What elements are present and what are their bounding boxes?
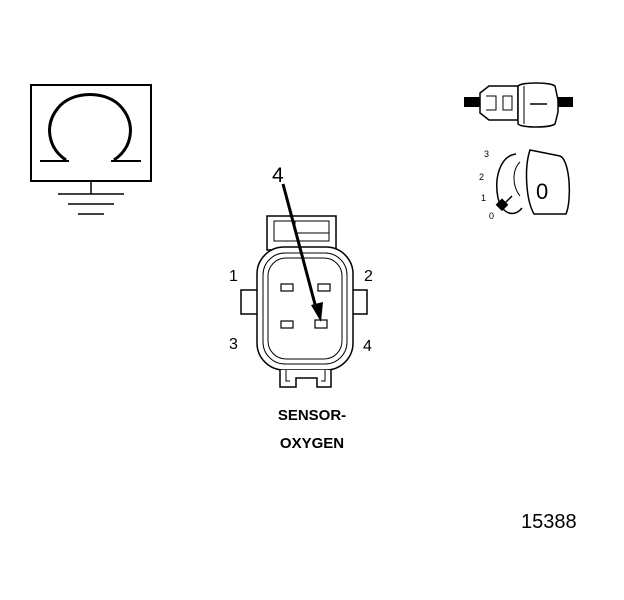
callout-arrow: [281, 183, 323, 322]
key-position-1-label: 1: [481, 193, 486, 203]
pin-3-cavity: [280, 320, 294, 329]
key-position-0-label: 0: [489, 211, 494, 221]
connector-caption-line2: OXYGEN: [280, 435, 344, 452]
key-position-3-label: 3: [484, 149, 489, 159]
connector-plug-icon: [464, 82, 573, 128]
pin-4-label: 4: [363, 338, 372, 355]
pin-2-label: 2: [364, 268, 373, 285]
ignition-key-icon: [495, 149, 571, 215]
sensor-connector-face: [240, 215, 368, 388]
ohmmeter-symbol-icon: [30, 84, 152, 182]
pin-1-label: 1: [229, 268, 238, 285]
callout-pin-label: 4: [272, 164, 284, 187]
key-position-2-label: 2: [479, 172, 484, 182]
pin-1-cavity: [280, 283, 294, 292]
connector-caption-line1: SENSOR-: [278, 407, 346, 424]
key-symbol-label: 0: [536, 179, 548, 204]
pin-3-label: 3: [229, 336, 238, 353]
pin-2-cavity: [317, 283, 331, 292]
ground-symbol-icon: [58, 181, 124, 215]
figure-number: 15388: [521, 511, 577, 533]
